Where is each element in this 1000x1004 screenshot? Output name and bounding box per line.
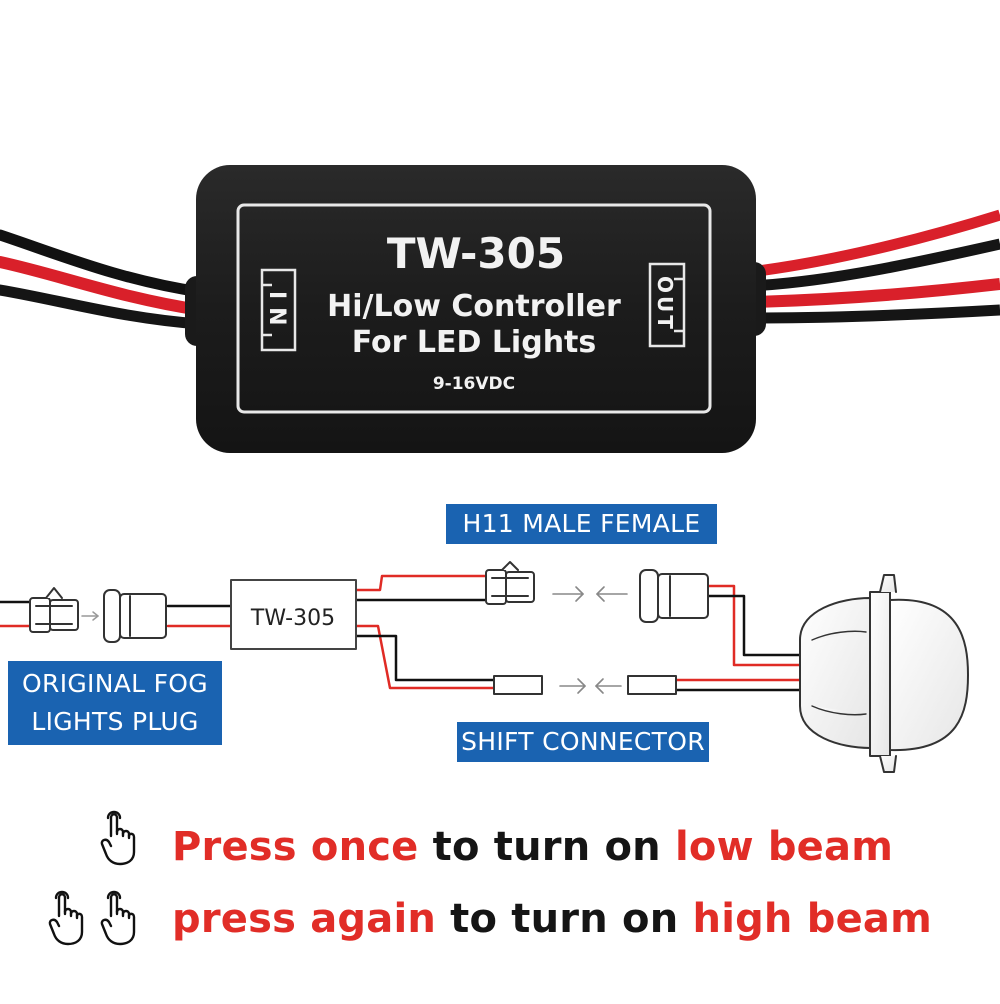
- tap-once-icon: [100, 810, 136, 866]
- instruction-1-action: Press once: [172, 824, 419, 870]
- fog-lights-label: ORIGINAL FOG LIGHTS PLUG: [8, 661, 222, 745]
- fog-label-line1: ORIGINAL FOG: [22, 669, 208, 698]
- instruction-1-middle: to turn on: [418, 824, 675, 870]
- device-out-label: OUT: [653, 276, 677, 332]
- diagram-module-label: TW-305: [250, 606, 335, 631]
- instruction-2-action: press again: [172, 896, 437, 942]
- h11-label: H11 MALE FEMALE: [446, 504, 717, 544]
- device-model: TW-305: [387, 229, 565, 278]
- instruction-2-result: high beam: [692, 896, 932, 942]
- shift-connector-label: SHIFT CONNECTOR: [457, 722, 709, 762]
- instruction-2-middle: to turn on: [436, 896, 693, 942]
- instruction-1-result: low beam: [674, 824, 894, 870]
- controller-device: [185, 165, 766, 453]
- left-wires: [0, 229, 206, 330]
- instruction-low-beam: Press once to turn on low beam: [172, 824, 893, 870]
- tap-twice-icon: [48, 890, 136, 946]
- wiring-diagram: [0, 561, 969, 773]
- device-title-line1: Hi/Low Controller: [327, 289, 621, 324]
- device-voltage: 9-16VDC: [433, 374, 515, 394]
- instruction-high-beam: press again to turn on high beam: [172, 896, 932, 942]
- device-in-label: IN: [264, 291, 289, 334]
- fog-label-line2: LIGHTS PLUG: [31, 707, 199, 736]
- right-wires: [749, 209, 1000, 324]
- device-title-line2: For LED Lights: [352, 325, 597, 360]
